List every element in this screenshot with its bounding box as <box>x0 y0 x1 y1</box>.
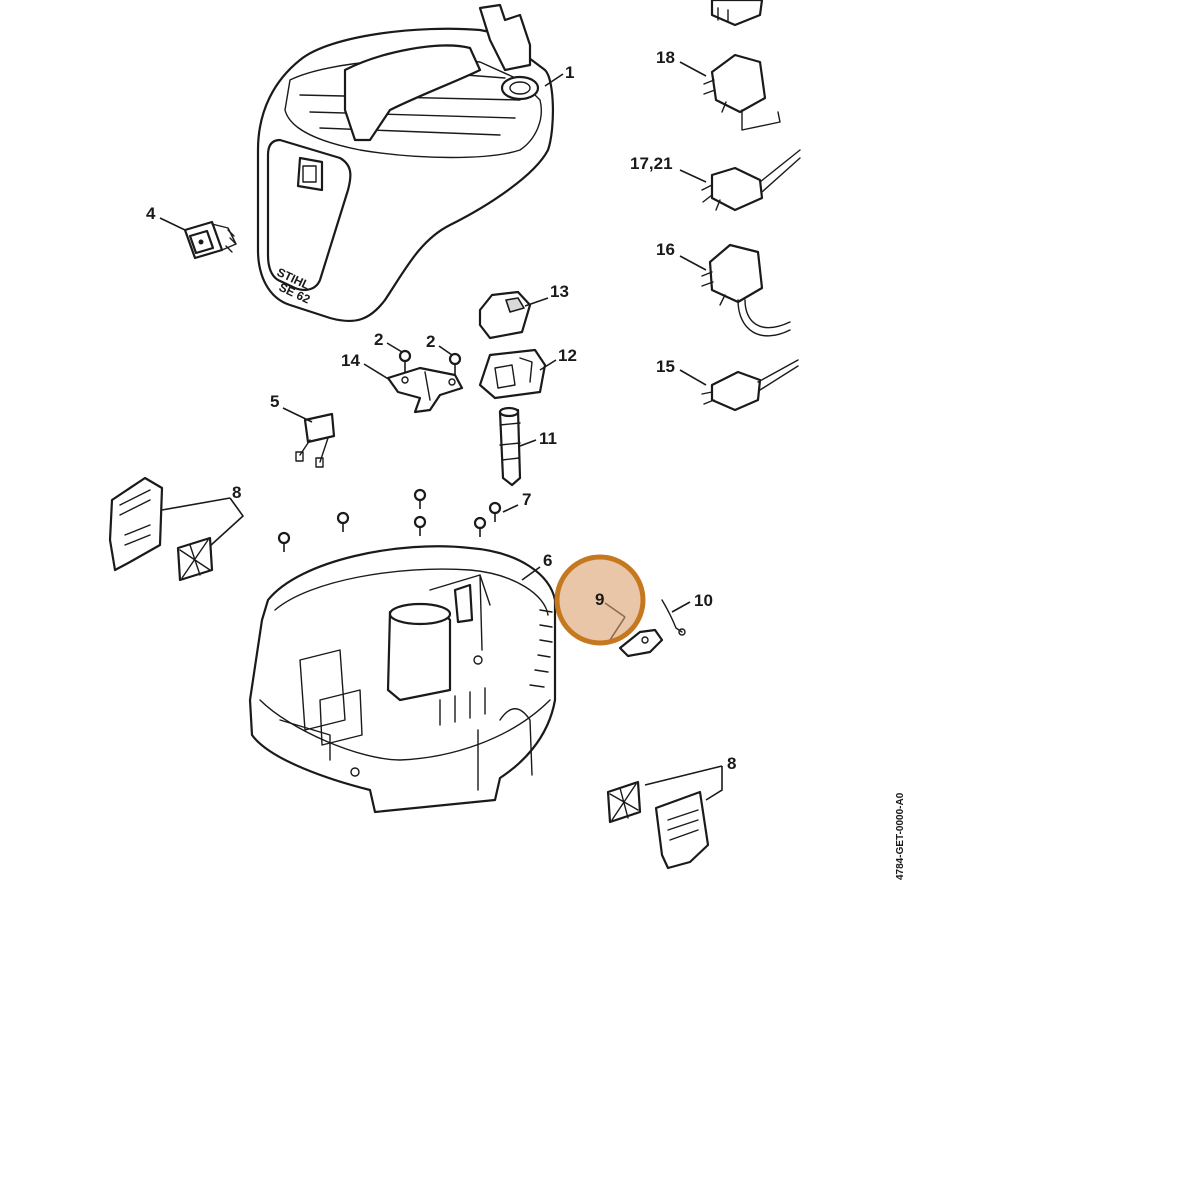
part-plug-top-partial[interactable] <box>710 0 764 27</box>
part-5-capacitor[interactable] <box>295 412 336 468</box>
part-9-lever[interactable] <box>618 628 664 658</box>
part-18-plug[interactable] <box>703 53 781 131</box>
part-17-21-plug[interactable] <box>701 149 801 212</box>
part-10-spring[interactable] <box>661 599 686 636</box>
part-8-filter-cover-left[interactable] <box>108 476 164 572</box>
part-7-screws[interactable] <box>277 488 502 552</box>
part-1-upper-housing[interactable]: STIHL SE 62 <box>256 3 554 322</box>
part-2-screw-b[interactable] <box>448 352 462 375</box>
callout-10[interactable]: 10 <box>694 591 713 610</box>
part-16-plug[interactable] <box>701 243 791 337</box>
callout-8b[interactable]: 8 <box>727 754 736 773</box>
callout-14[interactable]: 14 <box>341 351 360 370</box>
part-13-cover-cap[interactable] <box>478 290 532 340</box>
part-14-bracket[interactable] <box>386 366 464 414</box>
callout-9[interactable]: 9 <box>595 590 604 609</box>
callout-7[interactable]: 7 <box>522 490 531 509</box>
callout-labels: 1 4 13 2 2 14 12 5 11 8 7 6 9 10 8 18 17… <box>146 48 736 773</box>
callout-16[interactable]: 16 <box>656 240 675 259</box>
part-2-screw-a[interactable] <box>398 349 412 372</box>
drawing-code: 4784-GET-0000-A0 <box>895 792 906 880</box>
callout-2b[interactable]: 2 <box>426 332 435 351</box>
callout-8a[interactable]: 8 <box>232 483 241 502</box>
part-11-shaft[interactable] <box>498 406 522 487</box>
callout-6[interactable]: 6 <box>543 551 552 570</box>
callout-15[interactable]: 15 <box>656 357 675 376</box>
callout-17-21[interactable]: 17,21 <box>630 154 673 173</box>
callout-4[interactable]: 4 <box>146 204 156 223</box>
callout-5[interactable]: 5 <box>270 392 279 411</box>
callout-11[interactable]: 11 <box>539 429 557 448</box>
highlight-marker[interactable] <box>554 554 646 646</box>
callout-13[interactable]: 13 <box>550 282 569 301</box>
part-8-grille-right[interactable] <box>606 780 642 824</box>
part-12-holder[interactable] <box>478 348 547 400</box>
callout-2a[interactable]: 2 <box>374 330 383 349</box>
part-15-plug[interactable] <box>701 359 799 412</box>
callout-12[interactable]: 12 <box>558 346 577 365</box>
part-4-switch[interactable] <box>183 220 237 260</box>
callout-18[interactable]: 18 <box>656 48 675 67</box>
part-6-lower-housing[interactable] <box>248 545 557 814</box>
callout-1[interactable]: 1 <box>565 63 574 82</box>
part-8-grille-left[interactable] <box>176 536 214 582</box>
part-8-filter-cover-right[interactable] <box>654 790 710 870</box>
